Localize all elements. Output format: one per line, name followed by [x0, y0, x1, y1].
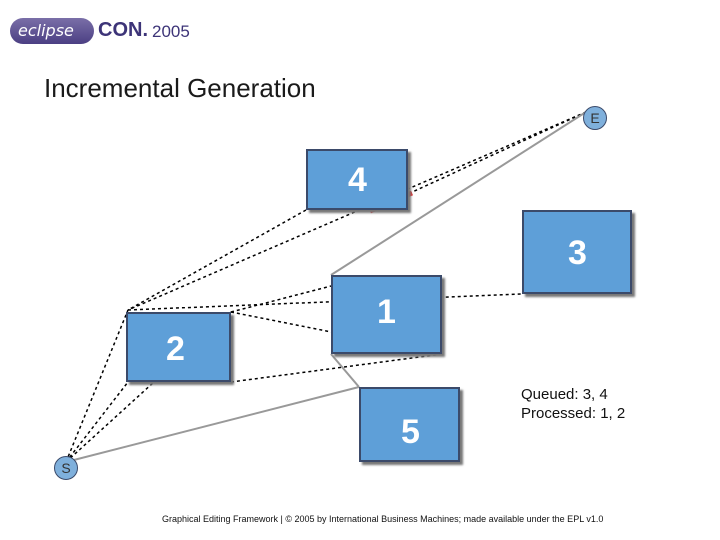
box-5-label: 5	[401, 413, 420, 451]
edge-s-2b	[65, 311, 232, 463]
edge-2-1	[230, 285, 332, 313]
edge-s-2	[65, 309, 129, 463]
box-2-label: 2	[166, 330, 185, 368]
box-3-label: 3	[568, 234, 587, 272]
edge-e-4	[407, 111, 587, 195]
footer-text: Graphical Editing Framework | © 2005 by …	[162, 514, 604, 524]
eclipsecon-logo: eclipse CON. 2005	[10, 18, 190, 48]
box-5: 5	[359, 387, 460, 462]
start-node: S	[54, 456, 78, 480]
end-node: E	[583, 106, 607, 130]
box-4-label: 4	[348, 161, 367, 199]
route-5-s	[65, 386, 360, 463]
edge-4-2	[127, 209, 307, 311]
slide-title: Incremental Generation	[44, 73, 316, 103]
edge-2-1b	[230, 353, 443, 383]
box-1-label: 1	[377, 293, 396, 331]
queued-text: Queued: 3, 4	[521, 386, 608, 403]
route-1-5	[330, 353, 360, 388]
edge-s-2c	[65, 381, 129, 463]
box-2: 2	[126, 312, 231, 382]
box-4: 4	[306, 149, 408, 210]
processed-text: Processed: 1, 2	[521, 405, 626, 422]
logo-eclipse: eclipse	[10, 18, 94, 44]
box-3: 3	[522, 210, 632, 294]
logo-year: 2005	[152, 22, 190, 41]
edge-2-3	[127, 293, 523, 311]
logo-con: CON.	[98, 19, 148, 41]
status-text: Queued: 3, 4 Processed: 1, 2	[521, 385, 625, 423]
box-1: 1	[331, 275, 442, 354]
route-e-1	[330, 111, 587, 276]
edge-e-2	[127, 111, 587, 311]
